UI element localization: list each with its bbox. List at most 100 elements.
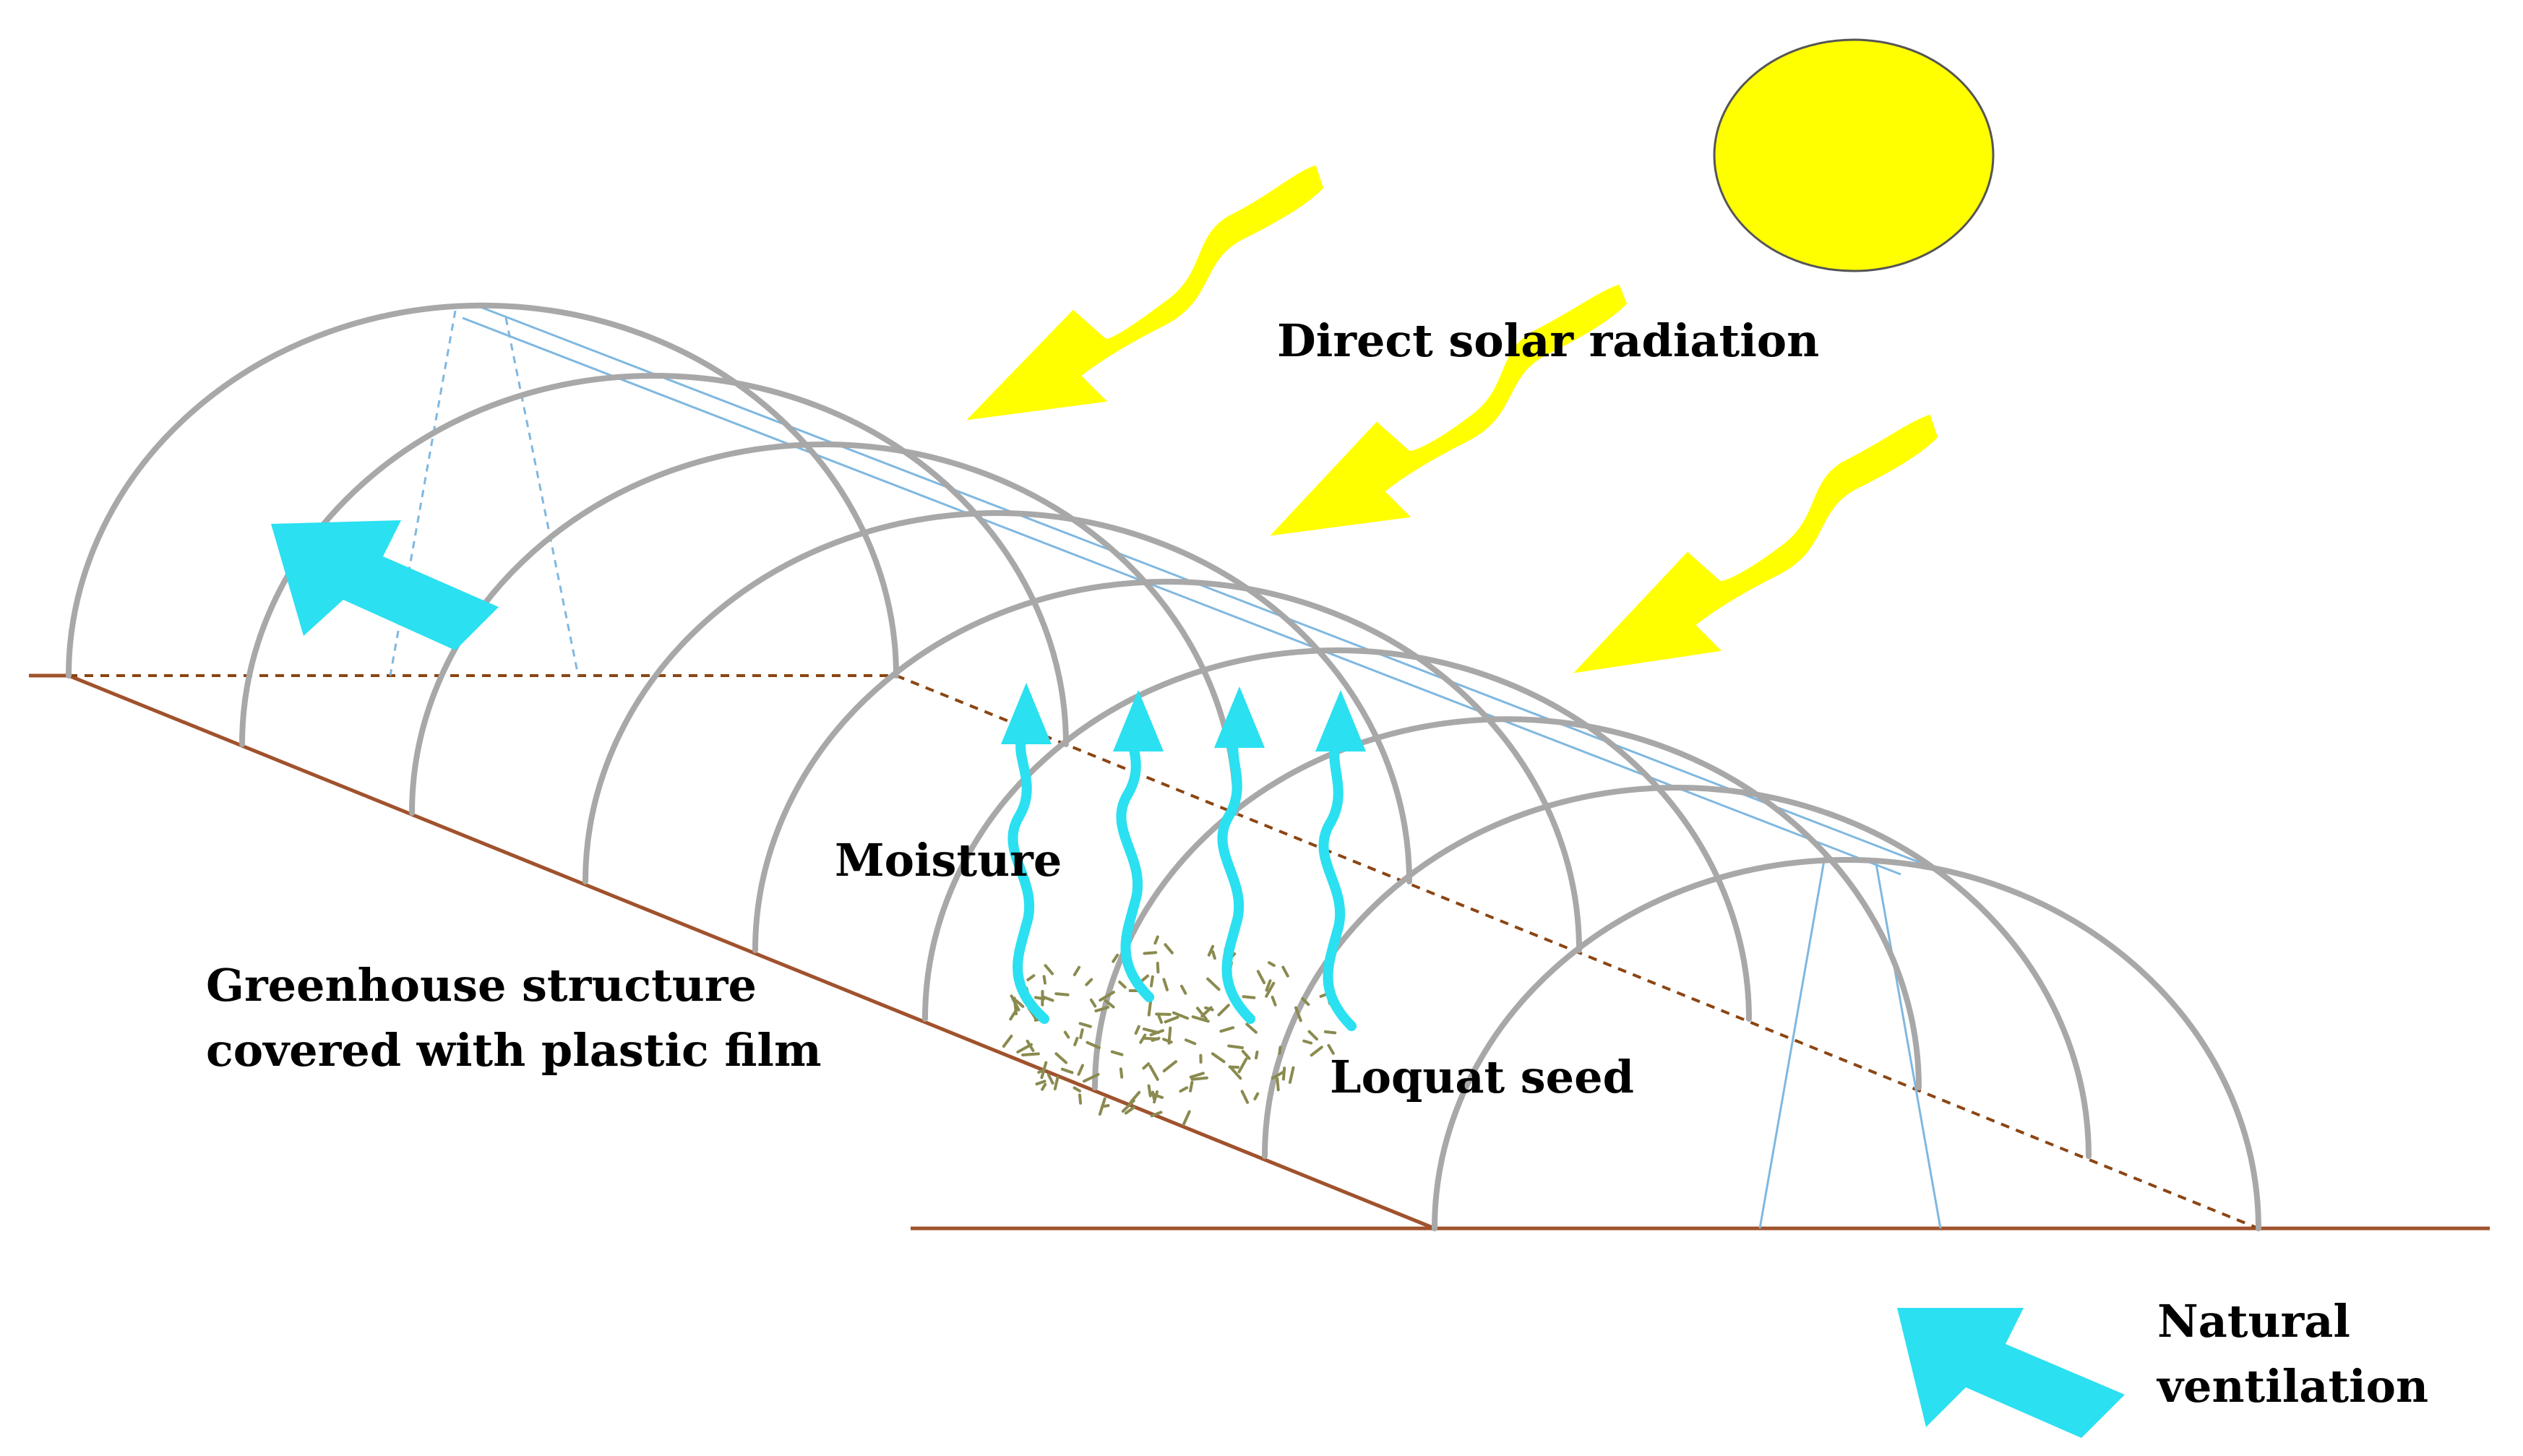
- arch-1: [66, 302, 899, 679]
- ventilation-arrow-bottom: [1897, 1308, 2125, 1438]
- seed-speck: [1288, 1066, 1295, 1084]
- seed-speck: [1189, 1072, 1205, 1079]
- seed-speck: [1073, 1086, 1081, 1093]
- seed-speck: [1281, 965, 1289, 978]
- seed-speck: [1217, 1004, 1230, 1017]
- seed-speck: [1035, 1080, 1046, 1086]
- seed-speck: [1211, 950, 1216, 960]
- seed-speck: [1162, 978, 1169, 991]
- seed-speck: [1143, 1036, 1160, 1041]
- moisture-arrow-3: [1214, 686, 1265, 1024]
- seed-speck: [1180, 984, 1187, 995]
- seed-speck: [1206, 977, 1221, 991]
- brace-front-right: [1874, 859, 1942, 1229]
- seed-speck: [1255, 1051, 1259, 1060]
- solar-rays: [966, 165, 1938, 673]
- seed-speck: [1148, 1064, 1159, 1081]
- seed-speck: [1294, 1006, 1302, 1022]
- brace-right: [504, 317, 580, 676]
- seed-label: Loquat seed: [1330, 1051, 1634, 1103]
- seed-speck: [1143, 951, 1158, 955]
- seed-speck: [1162, 1060, 1177, 1073]
- seed-speck: [1157, 1014, 1164, 1024]
- seed-speck: [1139, 1033, 1147, 1044]
- solar-ray-2: [1270, 284, 1628, 536]
- ventilation-label-line2: ventilation: [2156, 1360, 2428, 1413]
- seed-speck: [1098, 1106, 1104, 1116]
- seed-speck: [1265, 981, 1276, 998]
- seed-speck: [1026, 974, 1036, 981]
- seed-speck: [1265, 979, 1272, 992]
- seed-speck: [1129, 1090, 1141, 1104]
- seed-speck: [1204, 1006, 1214, 1012]
- arch-3: [409, 441, 1239, 816]
- arch-8: [1262, 785, 2092, 1159]
- seed-speck: [1002, 1034, 1013, 1048]
- seed-speck: [1155, 1012, 1172, 1016]
- greenhouse-label-line1: Greenhouse structure: [206, 959, 757, 1012]
- seed-speck: [1301, 997, 1310, 1007]
- seed-speck: [1016, 1043, 1033, 1054]
- seed-speck: [1276, 1077, 1280, 1092]
- ridge-line-lower: [462, 316, 1901, 876]
- moisture-arrow-4: [1315, 690, 1366, 1031]
- seed-speck: [1278, 1046, 1282, 1055]
- seed-speck: [1207, 944, 1215, 957]
- seed-speck: [1086, 1041, 1101, 1049]
- seed-speck: [1042, 975, 1046, 985]
- seed-speck: [1073, 1036, 1079, 1046]
- braces: [389, 310, 1942, 1229]
- seed-speck: [1307, 1030, 1318, 1041]
- arch-9: [1432, 857, 2261, 1231]
- seed-speck: [1271, 1070, 1286, 1080]
- seed-speck: [1073, 965, 1081, 976]
- seed-speck: [1042, 996, 1054, 1002]
- seed-speck: [1189, 1080, 1194, 1093]
- seed-speck: [1149, 1029, 1164, 1037]
- seed-speck: [1164, 943, 1174, 955]
- seed-speck: [1054, 992, 1070, 996]
- ventilation-label-line1: Natural: [2157, 1295, 2350, 1348]
- seed-speck: [1078, 1022, 1092, 1028]
- moisture-arrow-2: [1113, 690, 1164, 1002]
- seed-speck: [1077, 1064, 1084, 1076]
- seed-speck: [1053, 1076, 1060, 1090]
- brace-left: [389, 310, 457, 676]
- seed-speck: [1153, 1090, 1159, 1104]
- greenhouse-arches: [66, 302, 2261, 1231]
- seed-speck: [1044, 964, 1054, 975]
- seed-speck: [1179, 1086, 1189, 1093]
- solar-ray-3: [1573, 414, 1938, 673]
- seed-speck: [1172, 1011, 1190, 1020]
- seed-speck: [1237, 1057, 1248, 1074]
- seed-speck: [1227, 1044, 1244, 1049]
- seed-speck: [1196, 1007, 1208, 1021]
- seed-speck: [1054, 1052, 1068, 1064]
- seed-speck: [1229, 1065, 1242, 1080]
- seed-speck: [1124, 1106, 1136, 1115]
- arch-5: [752, 579, 1582, 953]
- solar-label: Direct solar radiation: [1277, 314, 1819, 367]
- seed-speck: [1150, 975, 1154, 988]
- arch-7: [1092, 716, 1922, 1090]
- seed-speck: [1104, 999, 1115, 1009]
- seed-speck: [1256, 970, 1266, 985]
- seed-speck: [1021, 1052, 1040, 1056]
- seed-speck: [1147, 999, 1153, 1017]
- seed-speck: [1079, 1028, 1084, 1039]
- seed-speck: [1150, 1111, 1163, 1118]
- seed-speck: [1147, 1084, 1152, 1098]
- brace-front-left: [1758, 856, 1826, 1229]
- ventilation-arrow-top: [271, 520, 499, 650]
- seed-speck: [1112, 953, 1119, 963]
- seed-speck: [1083, 1073, 1100, 1083]
- seed-speck: [1063, 1030, 1070, 1039]
- seed-speck: [1241, 1049, 1251, 1060]
- seed-speck: [1060, 1067, 1074, 1074]
- seed-speck: [1046, 1073, 1054, 1085]
- seed-speck: [1151, 1093, 1164, 1099]
- seed-speck: [1240, 1090, 1250, 1104]
- seed-speck: [1253, 1092, 1260, 1100]
- seed-speck: [1190, 1076, 1208, 1081]
- ground-diagonal: [68, 673, 1435, 1231]
